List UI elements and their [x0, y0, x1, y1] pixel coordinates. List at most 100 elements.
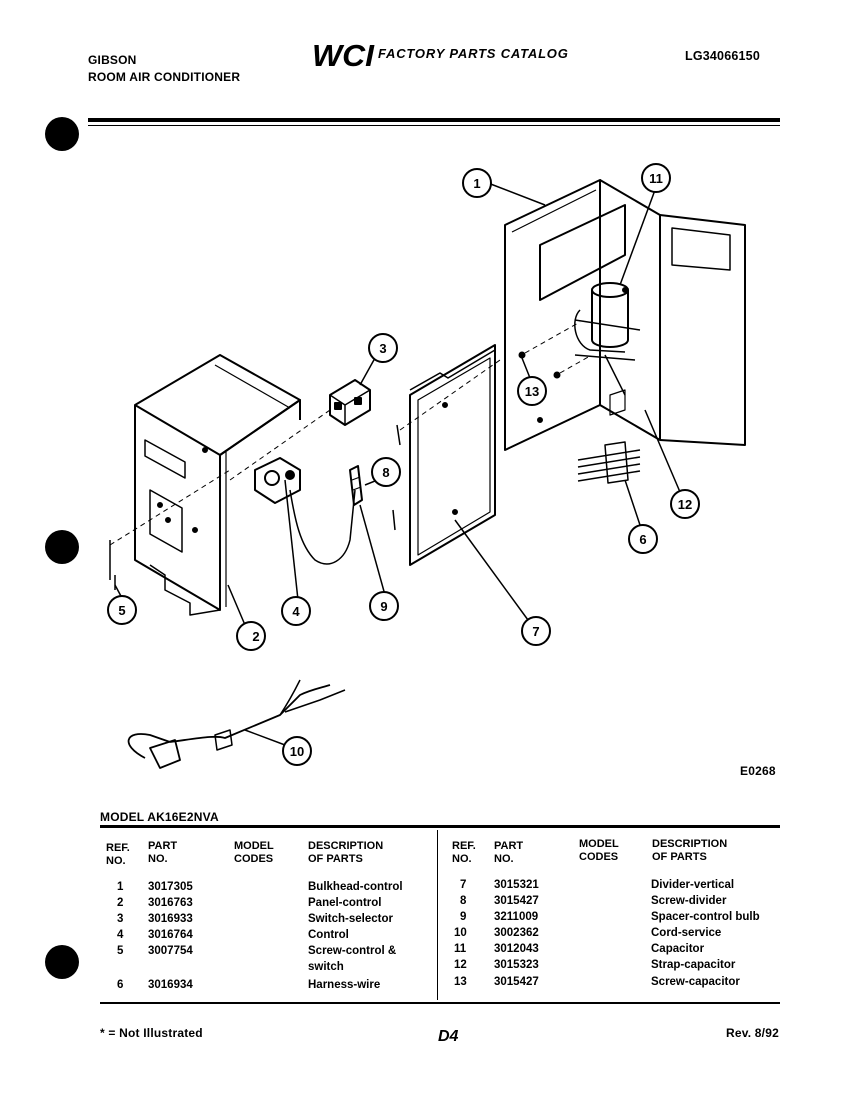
table-column-divider — [437, 830, 438, 1000]
exploded-parts-diagram: 1 2 3 4 5 6 7 8 9 10 11 12 13 — [0, 130, 864, 790]
service-cord-part — [127, 679, 346, 769]
row-ref: 9 — [460, 911, 467, 923]
desc-header-line2: OF PARTS — [652, 851, 707, 863]
table-row: 10 3002362 Cord-service — [438, 927, 778, 943]
table-row: 9 3211009 Spacer-control bulb — [438, 911, 778, 927]
table-row: 13 3015427 Screw-capacitor — [438, 976, 778, 992]
model-header-line2: CODES — [579, 851, 619, 863]
product-name: ROOM AIR CONDITIONER — [88, 70, 241, 84]
row-description: Screw-control & — [308, 945, 397, 957]
table-row: 1 3017305 Bulkhead-control — [0, 881, 437, 897]
row-ref: 11 — [454, 943, 467, 955]
right-parts-list: 7 3015321 Divider-vertical 8 3015427 Scr… — [438, 879, 778, 997]
wci-logo-text: WCI — [312, 38, 375, 70]
row-description: Cord-service — [651, 927, 722, 939]
divider-screw-part — [392, 359, 501, 531]
model-header-line2: CODES — [234, 853, 274, 865]
left-desc-header: DESCRIPTION OF PARTS — [308, 840, 383, 866]
callout-5: 5 — [118, 603, 125, 618]
callout-13: 13 — [525, 384, 539, 399]
model-header-line1: MODEL — [579, 838, 619, 850]
part-header-line1: PART — [148, 840, 178, 852]
table-row: 11 3012043 Capacitor — [438, 943, 778, 959]
revision-date: Rev. 8/92 — [726, 1026, 779, 1040]
right-ref-header: REF. NO. — [452, 840, 476, 866]
row-description: Harness-wire — [308, 979, 381, 991]
row-part-number: 3015427 — [494, 976, 539, 988]
callout-12: 12 — [678, 497, 692, 512]
footnote-not-illustrated: * = Not Illustrated — [100, 1026, 203, 1040]
table-row: 8 3015427 Screw-divider — [438, 895, 778, 911]
model-header-line1: MODEL — [234, 840, 274, 852]
left-parts-list: 1 3017305 Bulkhead-control 2 3016763 Pan… — [0, 881, 437, 999]
row-ref: 10 — [454, 927, 467, 939]
figure-id: E0268 — [740, 764, 776, 778]
row-description: Screw-capacitor — [651, 976, 740, 988]
row-description: Divider-vertical — [651, 879, 735, 891]
brand-name: GIBSON — [88, 53, 137, 67]
callout-4: 4 — [292, 604, 300, 619]
ref-header-line2: NO. — [452, 853, 472, 865]
spacer-control-bulb-part — [349, 465, 363, 506]
row-description: Strap-capacitor — [651, 959, 736, 971]
row-description: Capacitor — [651, 943, 705, 955]
control-panel-part — [109, 354, 301, 616]
header-rule-thick — [88, 118, 780, 122]
table-row: switch — [0, 961, 437, 977]
table-row: 3 3016933 Switch-selector — [0, 913, 437, 929]
callout-3: 3 — [379, 341, 386, 356]
row-description: Bulkhead-control — [308, 881, 403, 893]
row-ref: 8 — [460, 895, 467, 907]
table-rule-top — [100, 825, 780, 828]
callout-10: 10 — [290, 744, 304, 759]
row-part-number: 3015321 — [494, 879, 539, 891]
right-desc-header: DESCRIPTION OF PARTS — [652, 838, 727, 864]
desc-header-line1: DESCRIPTION — [308, 840, 384, 852]
row-ref: 2 — [117, 897, 124, 909]
left-part-header: PART NO. — [148, 840, 177, 866]
callout-8: 8 — [382, 465, 389, 480]
page-number: D4 — [438, 1028, 459, 1045]
row-part-number: 3015427 — [494, 895, 539, 907]
part-header-line2: NO. — [494, 853, 514, 865]
callout-11: 11 — [649, 171, 663, 186]
row-description: Panel-control — [308, 897, 382, 909]
punch-hole-top — [45, 117, 79, 151]
row-part-number: 3002362 — [494, 927, 539, 939]
capacitor-screw-part — [518, 321, 591, 379]
table-row: 4 3016764 Control — [0, 929, 437, 945]
callout-7: 7 — [532, 624, 539, 639]
row-description: Switch-selector — [308, 913, 393, 925]
vertical-divider-part — [409, 344, 496, 566]
row-description: switch — [308, 961, 344, 973]
table-rule-bottom — [100, 1002, 780, 1004]
control-bulkhead-part — [504, 179, 746, 451]
row-part-number: 3211009 — [494, 911, 539, 923]
catalog-title: FACTORY PARTS CATALOG — [378, 46, 569, 61]
callout-circles — [107, 163, 700, 766]
table-row: 5 3007754 Screw-control & — [0, 945, 437, 961]
row-ref: 12 — [454, 959, 467, 971]
row-description: Screw-divider — [651, 895, 727, 907]
row-part-number: 3015323 — [494, 959, 539, 971]
row-ref: 3 — [117, 913, 124, 925]
row-part-number: 3012043 — [494, 943, 539, 955]
row-part-number: 3007754 — [148, 945, 193, 957]
punch-hole-bottom — [45, 945, 79, 979]
catalog-number: LG34066150 — [685, 49, 760, 63]
callout-9: 9 — [380, 599, 387, 614]
row-ref: 1 — [117, 881, 124, 893]
row-ref: 13 — [454, 976, 467, 988]
row-ref: 4 — [117, 929, 124, 941]
left-model-header: MODEL CODES — [234, 840, 274, 866]
callout-6: 6 — [639, 532, 646, 547]
wci-logo: WCI — [312, 38, 376, 73]
model-label: MODEL AK16E2NVA — [100, 810, 219, 824]
row-description: Spacer-control bulb — [651, 911, 760, 923]
table-row: 2 3016763 Panel-control — [0, 897, 437, 913]
desc-header-line2: OF PARTS — [308, 853, 363, 865]
header-rule-thin — [88, 125, 780, 126]
part-header-line2: NO. — [148, 853, 168, 865]
table-row: 7 3015321 Divider-vertical — [438, 879, 778, 895]
row-part-number: 3017305 — [148, 881, 193, 893]
